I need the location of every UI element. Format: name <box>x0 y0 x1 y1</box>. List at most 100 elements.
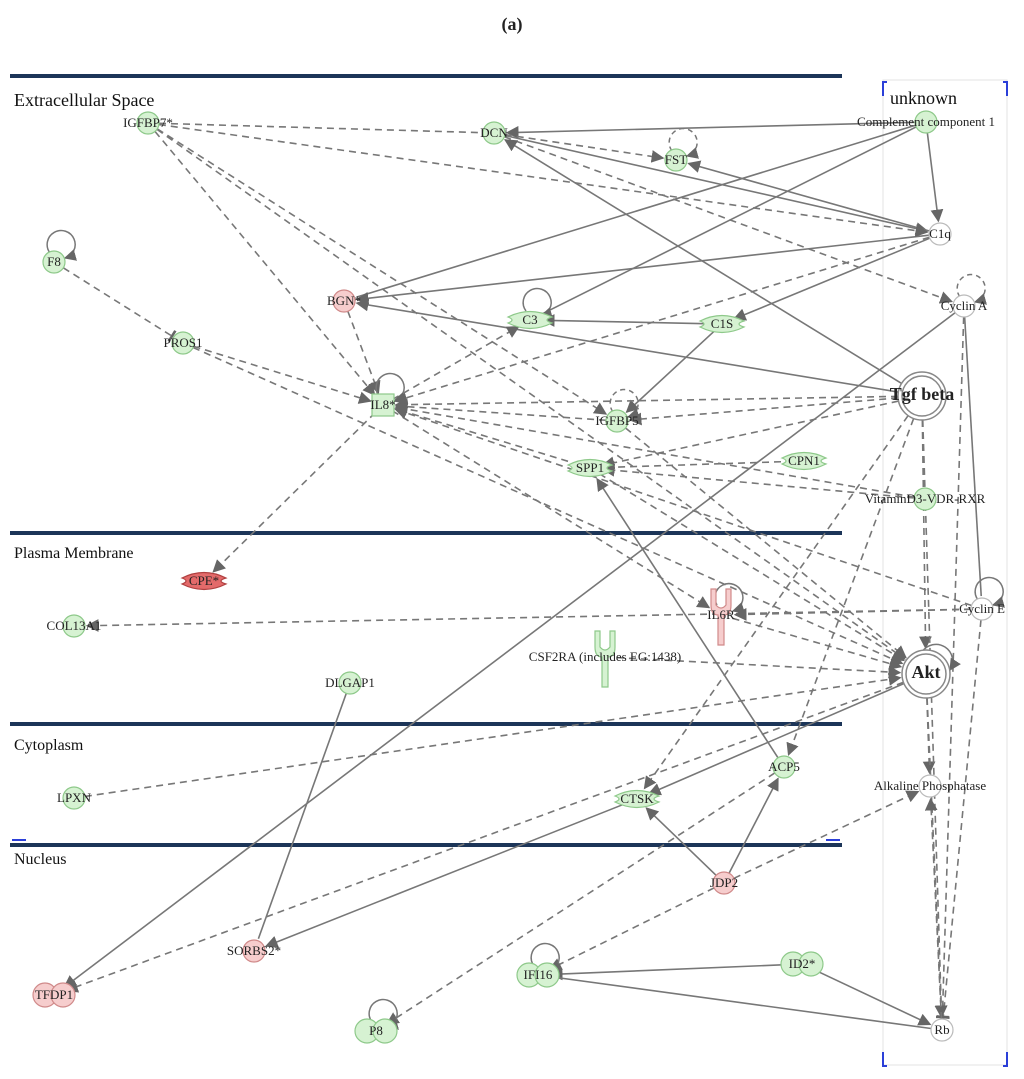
node-cycline[interactable]: Cyclin E <box>959 597 1005 621</box>
node-tfdp1[interactable]: TFDP1 <box>32 982 76 1008</box>
self-loop-cycline <box>974 576 1006 608</box>
node-ctsk[interactable]: CTSK <box>613 789 661 809</box>
panel-label: (a) <box>502 14 523 35</box>
node-label-ctsk: CTSK <box>620 791 654 806</box>
edge-tgfbeta-to-spp1 <box>601 400 899 470</box>
edge-complement-to-c1q <box>926 132 944 223</box>
node-pros1[interactable]: PROS1 <box>163 331 203 355</box>
node-rb[interactable]: Rb <box>930 1018 954 1042</box>
node-acp5[interactable]: ACP5 <box>768 755 800 779</box>
node-cyclina[interactable]: Cyclin A <box>941 294 988 318</box>
node-il8[interactable]: IL8* <box>370 393 396 417</box>
edge-cyclina-to-cycline <box>963 316 983 597</box>
edge-igfbp7-to-c1q <box>158 123 929 237</box>
node-csf2ra[interactable]: CSF2RA (includes EG:1438) <box>529 630 681 688</box>
edge-dlgap1-to-sorbs2 <box>257 693 348 940</box>
node-label-pros1: PROS1 <box>163 335 202 350</box>
edge-pros1-to-il8 <box>193 345 372 404</box>
node-igfbp5[interactable]: IGFBP5 <box>595 409 639 433</box>
edge-vitd3-to-spp1 <box>601 463 915 499</box>
node-lpxn[interactable]: LPXN <box>57 786 92 810</box>
node-label-igfbp5: IGFBP5 <box>595 413 638 428</box>
edge-tgfbeta-to-igfbp5 <box>628 397 899 426</box>
edge-cycline-to-il6r <box>733 608 972 621</box>
self-loop-f8 <box>46 229 78 261</box>
node-label-sorbs2: SORBS2* <box>227 943 281 958</box>
node-akt[interactable]: Akt <box>901 649 951 699</box>
edge-id2-to-rb <box>811 967 932 1026</box>
node-label-vitd3: VitaminD3-VDR-RXR <box>865 491 986 506</box>
edge-c1q-to-bgn <box>355 234 930 305</box>
edge-id2-to-ifi16 <box>549 963 792 981</box>
node-label-il6r: IL6R <box>707 607 735 622</box>
edge-dcn-to-cyclina <box>504 136 954 304</box>
node-col13a1[interactable]: COL13A1 <box>47 614 102 638</box>
self-loop-igfbp5 <box>609 388 641 420</box>
node-label-tfdp1: TFDP1 <box>35 987 73 1002</box>
edge-jdp2-to-ctsk <box>645 807 717 876</box>
node-cpe[interactable]: CPE* <box>180 571 228 591</box>
node-id2[interactable]: ID2* <box>780 951 824 977</box>
node-dcn[interactable]: DCN <box>480 121 508 145</box>
node-il6r[interactable]: IL6R <box>707 588 735 646</box>
node-label-il8: IL8* <box>370 397 395 412</box>
edge-jdp2-to-ifi16 <box>548 887 715 970</box>
edge-acp5-to-p8 <box>385 772 776 1025</box>
node-bgn[interactable]: BGN* <box>327 289 361 313</box>
node-alkphos[interactable]: Alkaline Phosphatase <box>874 774 987 798</box>
unknown-compartment-box <box>882 79 1008 1066</box>
node-vitd3[interactable]: VitaminD3-VDR-RXR <box>865 487 986 511</box>
edge-c1s-to-igfbp5 <box>625 330 715 414</box>
edge-c1q-to-il8 <box>394 236 930 404</box>
edge-il8-to-il6r <box>391 410 711 609</box>
node-label-lpxn: LPXN <box>57 790 92 805</box>
edge-igfbp7-to-il8 <box>154 130 376 396</box>
node-label-c3: C3 <box>522 312 537 327</box>
node-label-rb: Rb <box>934 1022 949 1037</box>
edge-vitd3-to-il8 <box>394 402 915 498</box>
edge-cycline-to-rb <box>936 619 982 1019</box>
node-cpn1[interactable]: CPN1 <box>780 451 828 471</box>
edge-lpxn-to-akt <box>84 673 902 798</box>
edge-jdp2-to-acp5 <box>728 777 779 874</box>
node-complement[interactable]: Complement component 1 <box>857 110 995 134</box>
node-label-dcn: DCN <box>480 125 508 140</box>
nodes-layer: IGFBP7* DCN FST Complement component 1 F8 C1q… <box>32 110 1005 1044</box>
self-loop-p8 <box>368 998 400 1030</box>
lane-label-extracellular: Extracellular Space <box>14 90 154 110</box>
edge-c1q-to-c1s <box>732 237 931 321</box>
node-c3[interactable]: C3 <box>506 310 554 330</box>
edge-pros1-to-akt <box>192 346 904 665</box>
node-label-akt: Akt <box>911 662 940 682</box>
node-sorbs2[interactable]: SORBS2* <box>227 939 281 963</box>
node-label-csf2ra: CSF2RA (includes EG:1438) <box>529 649 681 664</box>
node-label-dlgap1: DLGAP1 <box>325 675 375 690</box>
self-loop-cyclina <box>956 273 988 305</box>
node-label-cpn1: CPN1 <box>788 453 820 468</box>
node-tgfbeta[interactable]: Tgf beta <box>890 371 955 421</box>
self-loop-il8 <box>375 372 407 404</box>
edge-cyclina-to-tfdp1 <box>63 312 956 988</box>
edge-il8-to-cpe <box>212 412 376 573</box>
node-fst[interactable]: FST <box>664 148 688 172</box>
node-label-jdp2: JDP2 <box>710 875 738 890</box>
node-dlgap1[interactable]: DLGAP1 <box>325 671 375 695</box>
edge-dcn-to-c1q <box>504 134 929 235</box>
node-label-spp1: SPP1 <box>576 460 604 475</box>
edge-bgn-to-il8 <box>347 311 381 395</box>
edge-jdp2-to-alkphos <box>733 790 920 880</box>
node-spp1[interactable]: SPP1 <box>566 458 614 478</box>
node-c1s[interactable]: C1S <box>698 314 746 334</box>
edge-cycline-to-il8 <box>394 406 972 607</box>
node-f8[interactable]: F8 <box>42 250 66 274</box>
edge-tgfbeta-to-ctsk <box>643 415 909 790</box>
lane-label-cytoplasm: Cytoplasm <box>14 737 84 754</box>
node-p8[interactable]: P8 <box>354 1018 398 1044</box>
node-igfbp7[interactable]: IGFBP7* <box>123 111 173 135</box>
node-c1q[interactable]: C1q <box>928 222 952 246</box>
node-jdp2[interactable]: JDP2 <box>710 871 738 895</box>
node-label-f8: F8 <box>47 254 61 269</box>
lane-label-nucleus: Nucleus <box>14 851 66 868</box>
edges-layer <box>62 121 983 1030</box>
node-ifi16[interactable]: IFI16 <box>516 962 560 988</box>
